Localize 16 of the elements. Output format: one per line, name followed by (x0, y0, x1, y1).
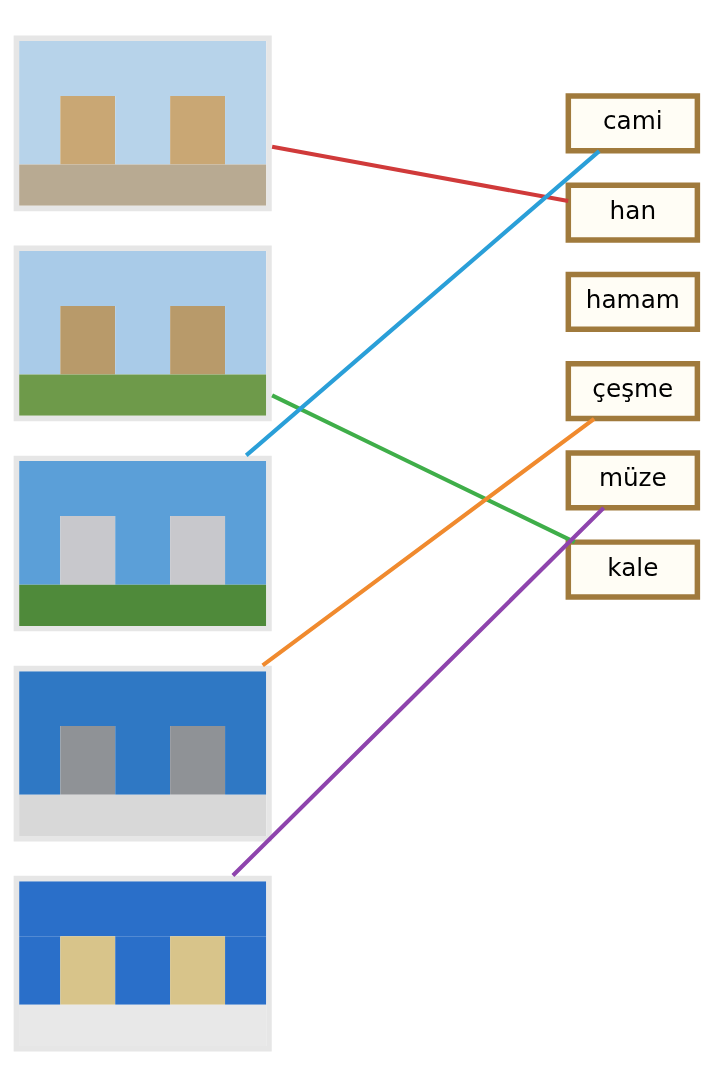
node-box: cami (565, 92, 701, 154)
node-picture (13, 245, 272, 421)
node-box: müze (565, 449, 701, 511)
node-box: hamam (565, 271, 701, 332)
connector (271, 393, 576, 544)
connector (231, 505, 606, 877)
node-picture (13, 455, 272, 631)
node-box: han (565, 181, 701, 243)
node-picture (13, 665, 272, 841)
connector (261, 416, 596, 667)
node-box: kale (565, 538, 701, 600)
node-box: çeşme (565, 360, 701, 421)
node-picture (13, 35, 272, 211)
node-picture (13, 875, 272, 1051)
connector (271, 144, 569, 203)
connector (244, 149, 601, 457)
